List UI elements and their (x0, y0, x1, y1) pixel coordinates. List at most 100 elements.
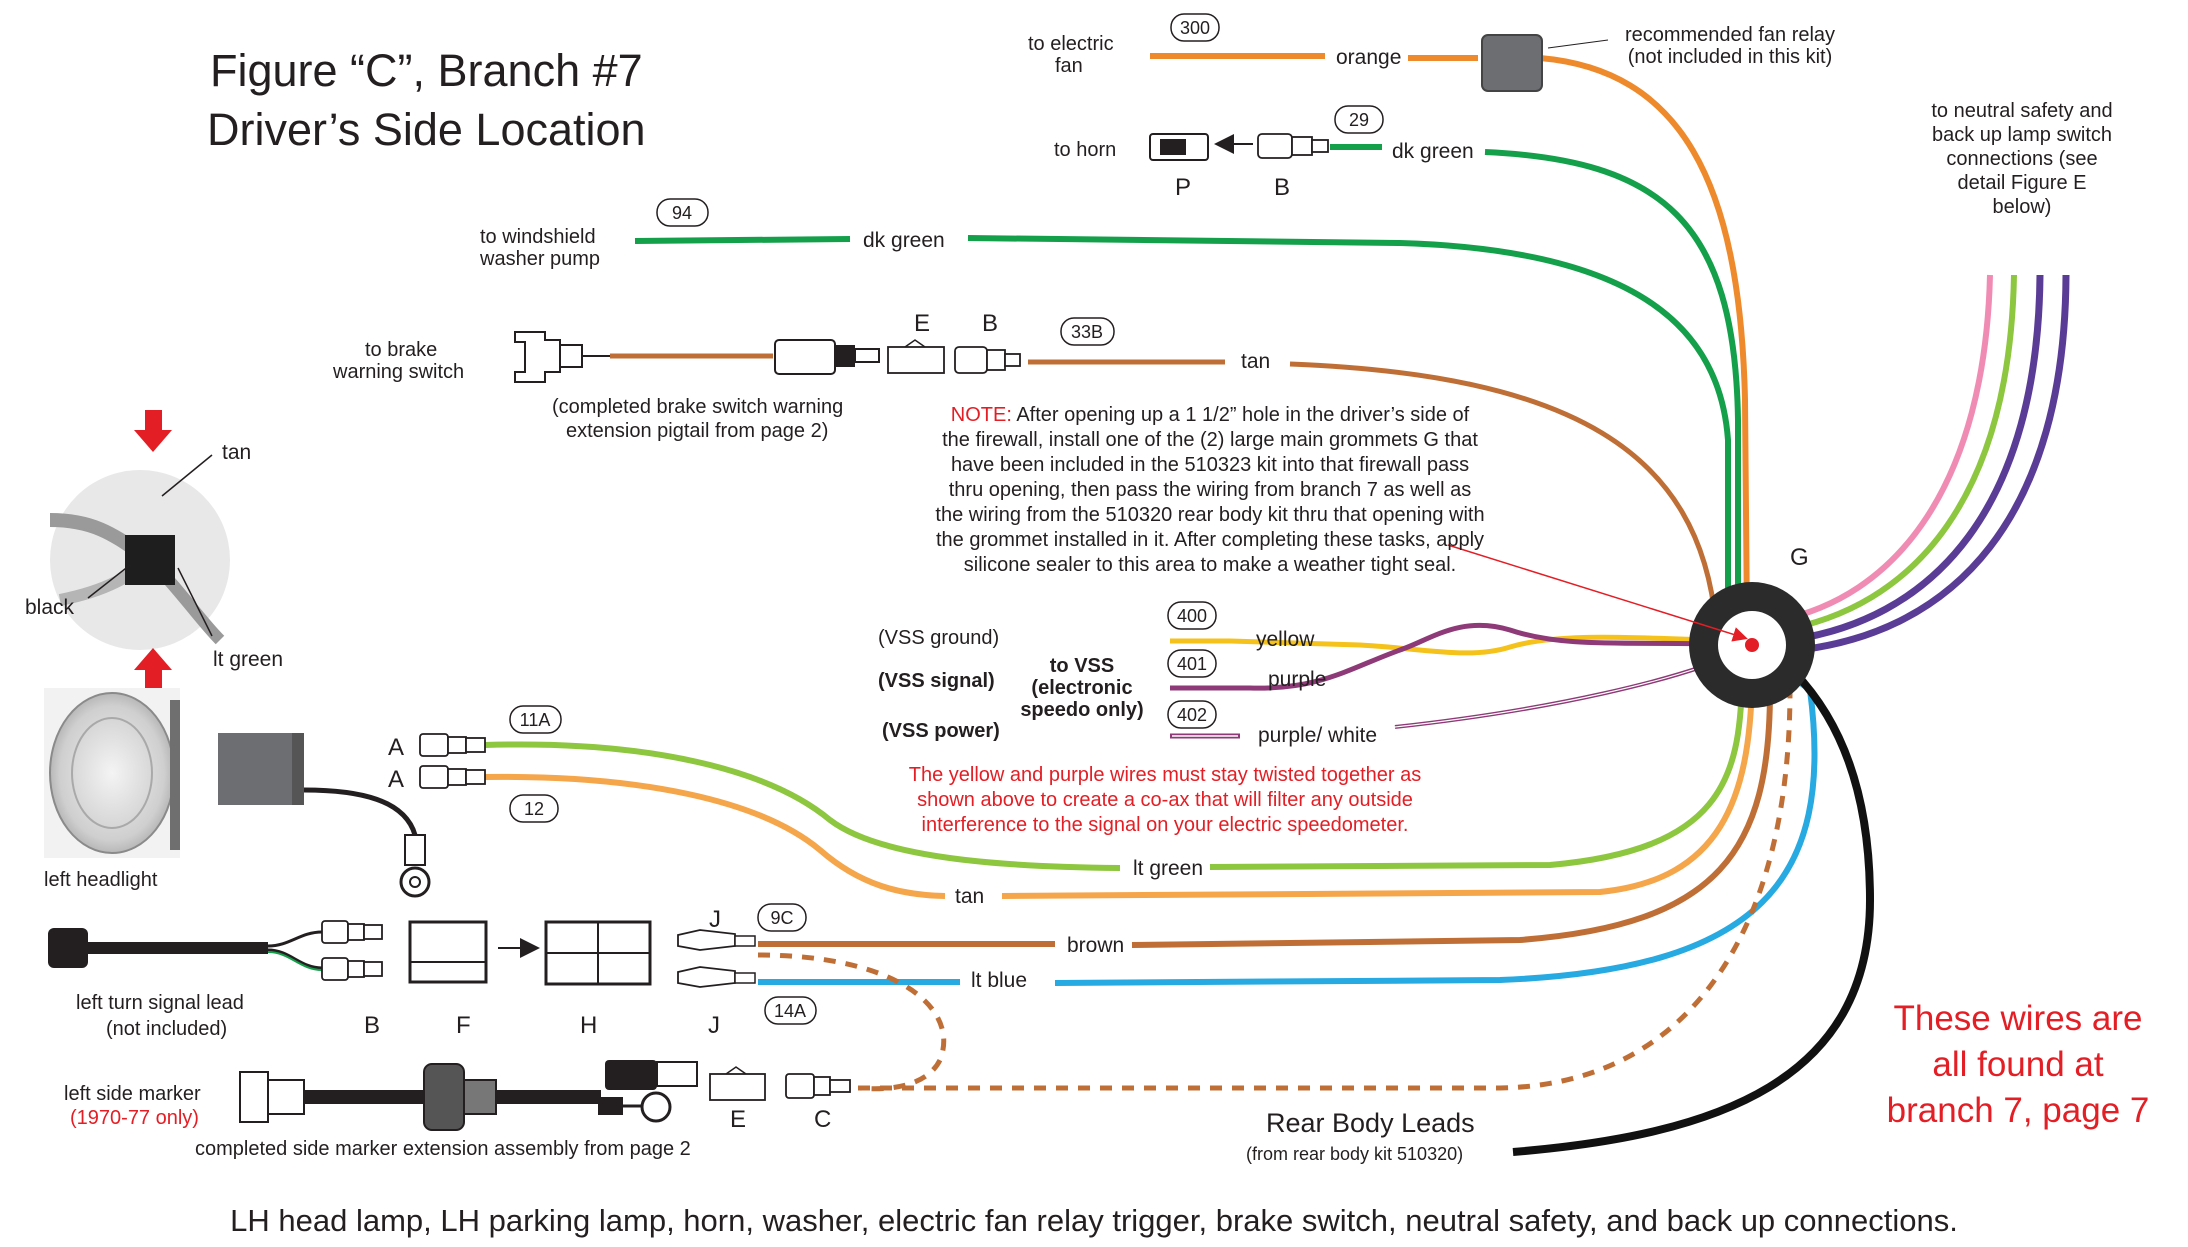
neutral-label-2: back up lamp switch (1932, 124, 2112, 146)
vss-power-label: (VSS power) (882, 720, 1000, 742)
vss-purplewhite-label: purple/ white (1258, 724, 1377, 747)
brake-color-label: tan (1241, 350, 1270, 373)
turn-conn-b-label: B (364, 1012, 380, 1039)
wire-number-400 (1167, 601, 1217, 630)
vss-yellow-label: yellow (1256, 628, 1315, 651)
brake-connector-b (954, 346, 1021, 374)
neutral-label-3: connections (see (1946, 148, 2097, 170)
wire-yellow-vss (1170, 634, 1741, 656)
wire-number-33b-text: 33B (1071, 322, 1103, 342)
tan-color-label: tan (955, 885, 984, 908)
wire-number-29-text: 29 (1349, 110, 1369, 130)
wire-number-14a-text: 14A (774, 1001, 806, 1021)
wire-number-94 (656, 198, 709, 227)
branch-note-1: These wires are (1894, 999, 2143, 1038)
turn-signal-label-1: left turn signal lead (76, 992, 244, 1014)
brake-connector-e (887, 339, 945, 374)
side-marker-assembly-label: completed side marker extension assembly… (195, 1138, 691, 1160)
wire-tan-brake-2 (1289, 361, 1719, 626)
wire-number-12 (509, 794, 559, 823)
twist-note-3: interference to the signal on your elect… (922, 814, 1409, 836)
wire-number-14a (764, 996, 817, 1025)
washer-color-label: dk green (863, 229, 945, 252)
twist-note-1: The yellow and purple wires must stay tw… (909, 764, 1421, 786)
fan-color-label: orange (1336, 46, 1401, 69)
wire-number-9c (757, 903, 807, 932)
vss-signal-label: (VSS signal) (878, 670, 995, 692)
side-conn-c-label: C (814, 1106, 831, 1133)
note-arrow (1447, 544, 1748, 642)
headlight-label: left headlight (44, 869, 158, 891)
wire-number-94-text: 94 (672, 203, 692, 223)
relay-leader (1547, 39, 1609, 49)
wire-number-9c-text: 9C (770, 908, 793, 928)
vss-ground-label: (VSS ground) (878, 627, 999, 649)
wire-purple-vss (1170, 622, 1741, 691)
wire-number-29 (1334, 105, 1384, 134)
brake-pigtail-note-2: extension pigtail from page 2) (566, 420, 828, 442)
wire-number-401-text: 401 (1177, 654, 1207, 674)
headlight-callout-black-leader (87, 564, 131, 599)
brake-dest-1: to brake (365, 339, 437, 361)
grommet-label: G (1790, 544, 1809, 571)
brown-color-label: brown (1067, 934, 1124, 957)
washer-dest-2: washer pump (479, 248, 600, 270)
turn-conn-h-label: H (580, 1012, 597, 1039)
connector-a-1-label: A (388, 734, 404, 761)
red-arrow-down-icon (134, 410, 172, 452)
vss-dest-2: (electronic (1031, 677, 1132, 699)
turn-connector-h (544, 920, 652, 986)
vss-dest-1: to VSS (1050, 655, 1114, 677)
horn-conn-p-label: P (1175, 174, 1191, 201)
wire-number-12-text: 12 (524, 799, 544, 819)
rear-body-label: Rear Body Leads (1266, 1108, 1475, 1138)
note-line-5: the wiring from the 510320 rear body kit… (935, 504, 1484, 526)
turn-conn-j-top-label: J (709, 906, 721, 933)
horn-dest: to horn (1054, 139, 1116, 161)
connector-a-2-label: A (388, 766, 404, 793)
side-connector-e (709, 1066, 766, 1101)
relay-label-2: (not included in this kit) (1628, 46, 1833, 68)
headlight-plug (218, 733, 304, 805)
turn-connector-b-2 (321, 957, 383, 981)
wire-number-11a (509, 705, 562, 734)
grommet (1689, 582, 1815, 708)
wire-pink-neutral (1769, 274, 1993, 625)
side-marker-label: left side marker (64, 1083, 201, 1105)
brake-dest-2: warning switch (332, 361, 464, 383)
ltblue-color-label: lt blue (971, 969, 1027, 992)
note-line-4: thru opening, then pass the wiring from … (949, 479, 1472, 501)
headlight-ground-wire (303, 787, 418, 836)
side-connector-c (785, 1073, 851, 1099)
turn-connector-j-2 (677, 966, 756, 988)
note-line-2: the firewall, install one of the (2) lar… (942, 429, 1478, 451)
headlight-photo (44, 688, 180, 858)
note-line-3: have been included in the 510323 kit int… (951, 454, 1469, 476)
headlight-tan-callout: tan (222, 441, 251, 464)
horn-color-label: dk green (1392, 140, 1474, 163)
brake-switch-connector (514, 331, 610, 383)
turn-conn-j-bottom-label: J (708, 1012, 720, 1039)
turn-connector-f (408, 920, 488, 984)
turn-connector-j-1 (677, 929, 756, 951)
ground-eyelet (399, 834, 431, 898)
wire-number-11a-text: 11A (520, 710, 551, 730)
twist-note-2: shown above to create a co-ax that will … (917, 789, 1413, 811)
wire-black-rear (1512, 646, 1875, 1156)
wire-ltgreen (484, 741, 1121, 871)
wire-green-neutral (1771, 274, 2017, 635)
wire-number-402-text: 402 (1177, 705, 1207, 725)
side-marker-years: (1970-77 only) (70, 1107, 199, 1129)
note-line-1: NOTE: After opening up a 1 1/2” hole in … (951, 404, 1470, 426)
wire-tan (484, 773, 946, 899)
wire-number-402 (1167, 700, 1217, 729)
branch-note-3: branch 7, page 7 (1887, 1091, 2150, 1130)
ltgreen-color-label: lt green (1133, 857, 1203, 880)
wire-orange-fan-3 (1539, 55, 1750, 626)
headlight-callout-tan-leader (161, 454, 213, 497)
brake-pigtail-note-1: (completed brake switch warning (552, 396, 843, 418)
note-prefix: NOTE: (951, 404, 1012, 426)
brake-conn-b-label: B (982, 310, 998, 337)
side-marker-assembly (239, 1060, 698, 1131)
wire-brown-2 (1131, 689, 1773, 948)
